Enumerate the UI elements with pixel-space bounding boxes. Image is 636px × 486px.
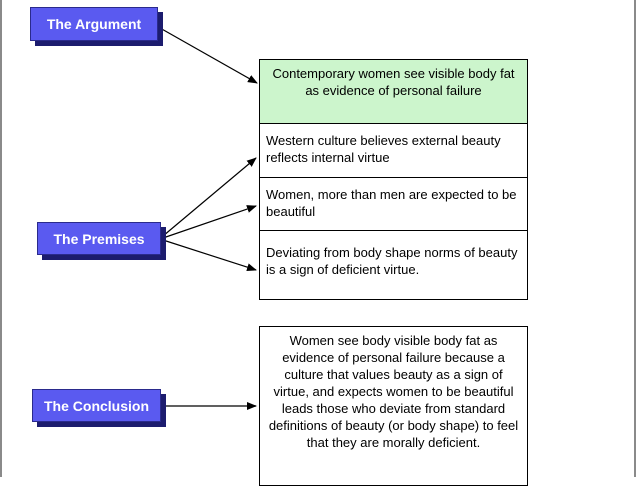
premise-box-3: Deviating from body shape norms of beaut…	[259, 230, 528, 300]
conclusion-box: Women see body visible body fat as evide…	[259, 326, 528, 486]
left-frame-border	[0, 0, 2, 477]
argument-claim-box: Contemporary women see visible body fat …	[259, 59, 528, 124]
arrow-premise-1	[162, 157, 257, 237]
arrow-premise-2	[162, 205, 257, 239]
premise-box-1: Western culture believes external beauty…	[259, 123, 528, 178]
label-the-argument: The Argument	[30, 7, 163, 46]
right-frame-border	[634, 0, 636, 477]
premise-box-2: Women, more than men are expected to be …	[259, 177, 528, 231]
arrow-premise-3	[162, 239, 257, 272]
label-the-conclusion: The Conclusion	[32, 389, 166, 427]
label-the-premises: The Premises	[37, 222, 166, 260]
arrow-argument	[159, 27, 258, 84]
